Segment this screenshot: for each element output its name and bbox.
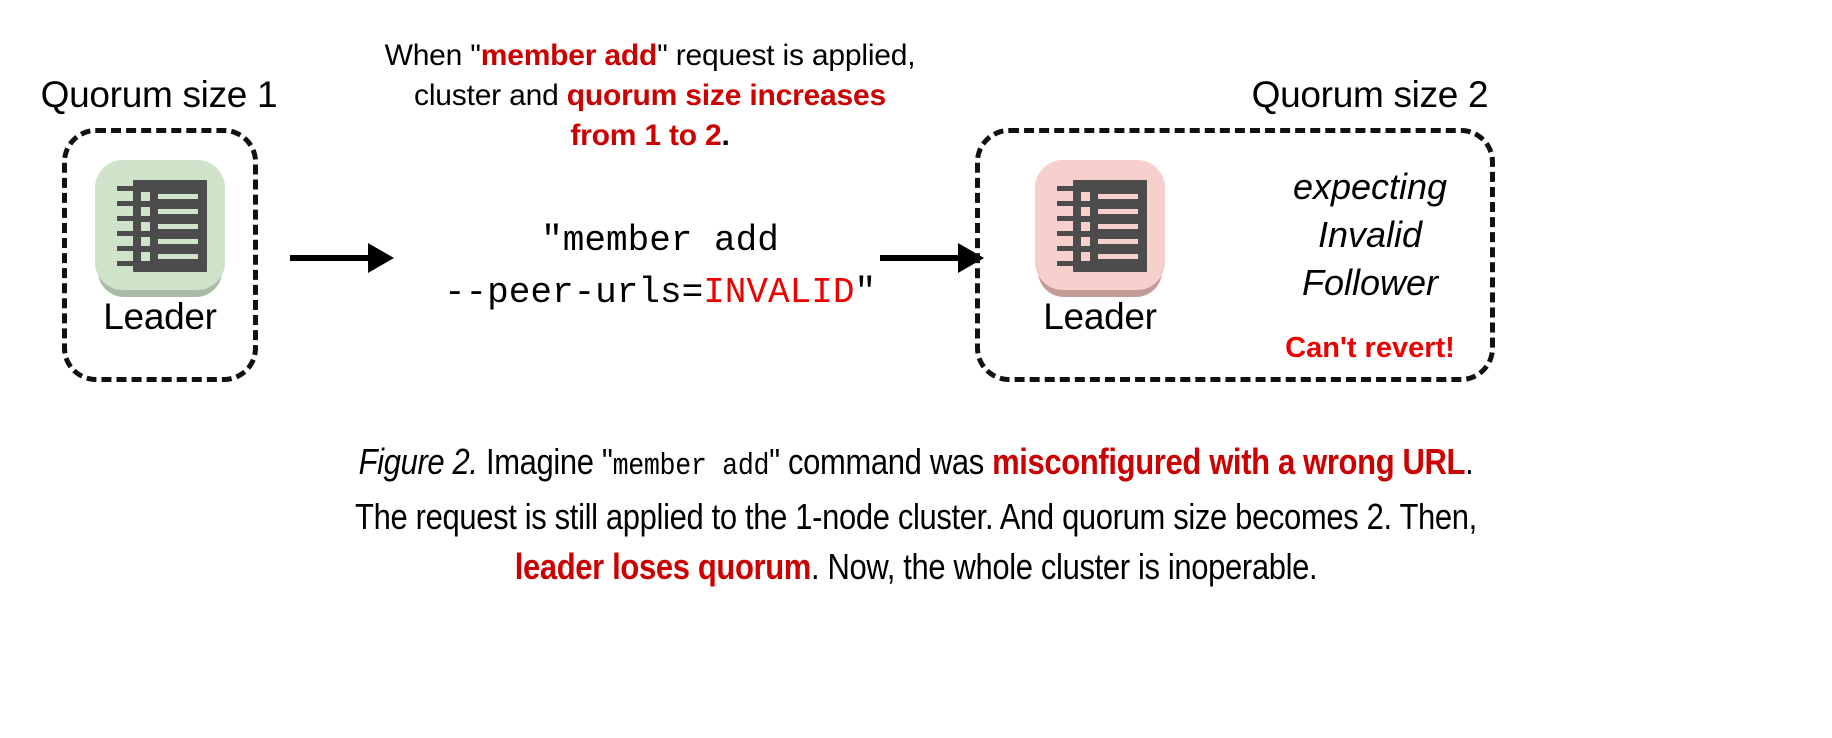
- top-annotation-line-2: cluster and quorum size increases: [340, 76, 960, 116]
- ledger-ring: [117, 261, 135, 266]
- figure-label: Figure 2.: [358, 441, 478, 482]
- ledger-ring: [117, 216, 135, 221]
- left-cluster-title: Quorum size 1: [40, 74, 278, 115]
- command-invalid-value: INVALID: [703, 272, 855, 313]
- ledger-ring: [1057, 216, 1075, 221]
- ledger-bullet: [1081, 222, 1090, 231]
- arrow-head: [368, 243, 394, 273]
- arrow-shaft: [880, 255, 962, 261]
- top-annotation-from-1-to-2: from 1 to 2: [570, 119, 722, 152]
- ledger-line: [158, 239, 198, 244]
- ledger-glyph: [1057, 180, 1147, 272]
- top-annotation: When "member add" request is applied, cl…: [340, 36, 960, 156]
- cant-revert-warning: Can't revert!: [1285, 332, 1455, 364]
- figure-caption-line-2: The request is still applied to the 1-no…: [355, 496, 1477, 537]
- caption-misconfigured-highlight: misconfigured with a wrong URL: [992, 441, 1466, 482]
- ledger-ring: [117, 186, 135, 191]
- arrow-right-icon-left: [290, 243, 394, 273]
- ledger-ring: [1057, 246, 1075, 251]
- ledger-ring: [117, 246, 135, 251]
- right-cluster-title: Quorum size 2: [1251, 74, 1489, 115]
- top-annotation-line1-suffix: " request is applied,: [657, 39, 916, 72]
- caption-line1-a: Imagine ": [477, 441, 613, 482]
- ledger-ring: [1057, 201, 1075, 206]
- command-line-2: --peer-urls=INVALID": [420, 267, 900, 319]
- command-line-1: "member add: [541, 220, 779, 261]
- caption-leader-loses-quorum-highlight: leader loses quorum: [514, 546, 812, 587]
- top-annotation-line-1: When "member add" request is applied,: [340, 36, 960, 76]
- expected-status-line-2: Invalid: [1317, 214, 1423, 255]
- ledger-line: [1098, 254, 1138, 259]
- arrow-right-icon-right: [880, 243, 984, 273]
- right-cluster-node[interactable]: Leader: [1000, 160, 1200, 338]
- ledger-ring: [117, 201, 135, 206]
- caption-line1-command: member add: [612, 449, 770, 484]
- ledger-line: [1098, 194, 1138, 199]
- figure-caption-line-1: Figure 2. Imagine "member add" command w…: [128, 437, 1704, 492]
- figure-caption-line-3: leader loses quorum. Now, the whole clus…: [128, 542, 1704, 592]
- ledger-line: [158, 209, 198, 214]
- top-annotation-line3-period: .: [721, 119, 730, 152]
- top-annotation-line2-prefix: cluster and: [414, 79, 567, 112]
- ledger-bullet: [141, 252, 150, 261]
- expected-follower-status: expecting Invalid Follower: [1230, 163, 1510, 307]
- ledger-bullet: [141, 237, 150, 246]
- ledger-line: [1098, 209, 1138, 214]
- ledger-ring: [1057, 261, 1075, 266]
- right-cluster-box: [975, 128, 1495, 382]
- ledger-line: [158, 254, 198, 259]
- ledger-ring: [117, 231, 135, 236]
- ledger-bullet: [141, 222, 150, 231]
- ledger-icon: [95, 160, 225, 297]
- ledger-ring: [1057, 186, 1075, 191]
- right-node-label: Leader: [1043, 296, 1157, 337]
- left-cluster-box: [62, 128, 258, 382]
- left-node-label: Leader: [103, 296, 217, 337]
- ledger-line: [158, 194, 198, 199]
- figure-caption: Figure 2. Imagine "member add" command w…: [128, 437, 1704, 592]
- ledger-glyph: [117, 180, 207, 272]
- caption-line3-b: . Now, the whole cluster is inoperable.: [810, 546, 1318, 587]
- ledger-icon: [1035, 160, 1165, 297]
- command-line2-flag: --peer-urls=: [443, 272, 704, 313]
- ledger-bullet: [141, 192, 150, 201]
- command-line2-quote: ": [854, 272, 877, 313]
- ledger-bullet: [1081, 207, 1090, 216]
- left-cluster-node[interactable]: Leader: [62, 160, 258, 338]
- expected-status-line-3: Follower: [1301, 262, 1439, 303]
- ledger-ring: [1057, 231, 1075, 236]
- top-annotation-line1-prefix: When ": [384, 39, 481, 72]
- command-text: "member add --peer-urls=INVALID": [420, 215, 900, 319]
- top-annotation-line-3: from 1 to 2.: [340, 116, 960, 156]
- ledger-line: [158, 224, 198, 229]
- expected-status-line-1: expecting: [1292, 166, 1448, 207]
- ledger-line: [1098, 239, 1138, 244]
- arrow-shaft: [290, 255, 372, 261]
- ledger-bullet: [1081, 192, 1090, 201]
- ledger-bullet: [1081, 252, 1090, 261]
- ledger-bullet: [1081, 237, 1090, 246]
- top-annotation-quorum-increase: quorum size increases: [566, 79, 886, 112]
- ledger-line: [1098, 224, 1138, 229]
- caption-line1-b: " command was: [769, 441, 993, 482]
- caption-line1-c: .: [1465, 441, 1474, 482]
- top-annotation-member-add: member add: [480, 39, 658, 72]
- ledger-bullet: [141, 207, 150, 216]
